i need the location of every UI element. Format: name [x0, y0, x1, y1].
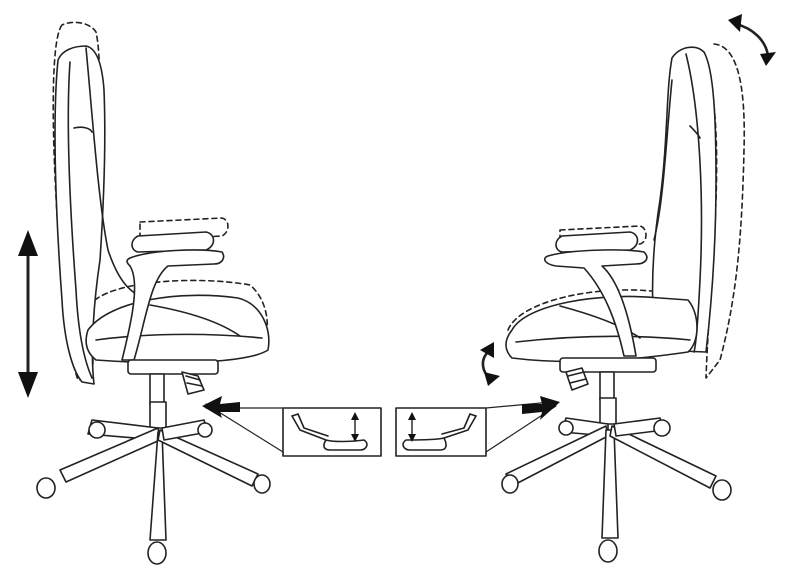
- height-adjust-arrow-icon: [18, 230, 38, 398]
- left-chair-backrest: [54, 45, 151, 385]
- lever-inset-right: [395, 396, 560, 457]
- right-chair-casters: [501, 419, 732, 563]
- right-chair-armrest: [543, 231, 648, 357]
- left-chair-base: [36, 401, 271, 565]
- seat-tilt-arrow-icon: [480, 342, 500, 386]
- left-chair: [36, 21, 271, 565]
- right-chair-mechanism: [559, 357, 657, 401]
- left-chair-seat: [85, 294, 270, 364]
- right-chair-backrest: [651, 46, 717, 353]
- left-chair-casters: [36, 421, 271, 565]
- right-chair-seat: [505, 295, 698, 363]
- left-chair-mechanism: [127, 359, 219, 405]
- right-chair: [501, 43, 746, 563]
- backrest-tilt-arrow-icon: [728, 14, 776, 66]
- right-chair-base: [501, 397, 732, 563]
- left-chair-armrest: [121, 231, 225, 361]
- lever-inset-left: [202, 396, 382, 457]
